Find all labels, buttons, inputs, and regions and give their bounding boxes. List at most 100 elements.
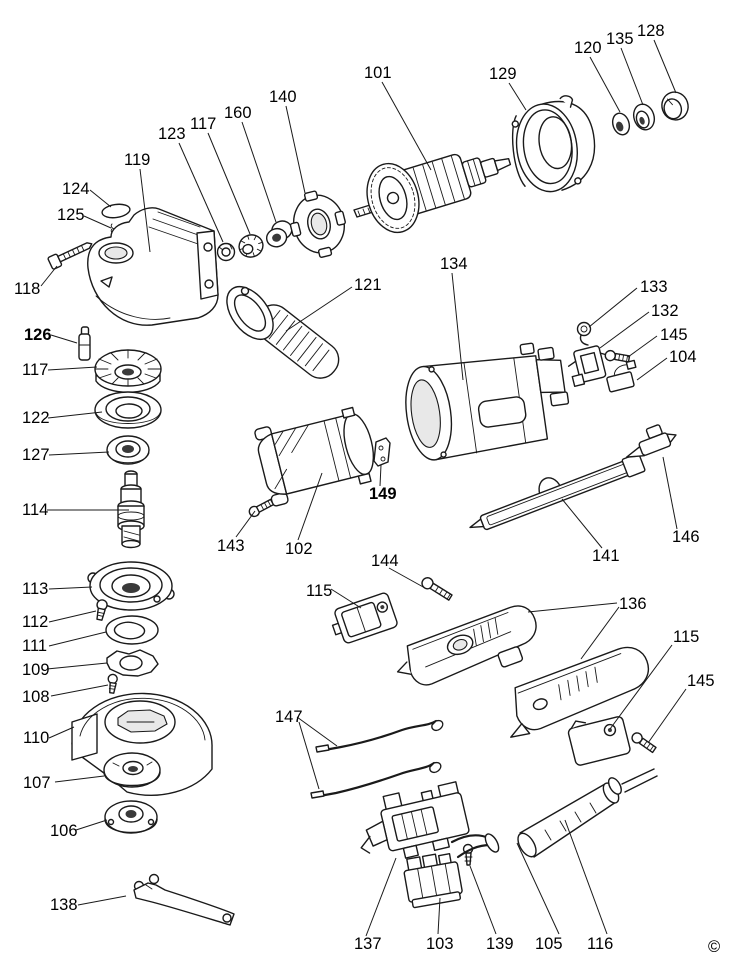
part-label-140-5: 140 <box>269 88 297 106</box>
part-label-117-7: 117 <box>190 115 216 133</box>
leader-line-133 <box>588 287 638 328</box>
part-label-121-18: 121 <box>354 276 382 294</box>
part-117-bevel-gear <box>94 349 162 393</box>
part-129-bearing-housing <box>511 95 596 193</box>
part-121-side-handle <box>226 286 340 379</box>
leader-line-136 <box>580 606 620 660</box>
part-102-field <box>254 406 375 507</box>
leader-line-134 <box>451 272 464 381</box>
leader-line-113 <box>48 586 93 590</box>
leader-line-106 <box>75 819 108 831</box>
part-135-bearing <box>632 103 656 131</box>
leader-line-124 <box>89 189 112 208</box>
part-144-screw <box>421 577 453 601</box>
leader-line-104 <box>636 357 668 381</box>
leader-line-144 <box>388 567 426 589</box>
part-label-133-20: 133 <box>640 278 668 296</box>
leader-line-102 <box>297 472 323 541</box>
copyright-mark: © <box>708 938 720 956</box>
part-115-cover-plate-right <box>567 716 631 766</box>
part-label-110-40: 110 <box>23 729 49 747</box>
part-133-brush-spring <box>576 321 592 346</box>
part-label-160-6: 160 <box>224 104 252 122</box>
part-label-103-45: 103 <box>426 935 454 953</box>
leader-line-108 <box>50 684 109 697</box>
part-label-107-41: 107 <box>23 774 51 792</box>
leader-line-115 <box>330 588 362 609</box>
part-label-113-35: 113 <box>22 580 48 598</box>
part-107-backing-flange <box>103 752 161 788</box>
part-label-134-19: 134 <box>440 255 468 273</box>
leader-line-112 <box>48 610 97 623</box>
part-101-armature <box>353 153 512 234</box>
part-106-clamp-nut <box>104 800 158 834</box>
leader-line-139 <box>469 865 497 935</box>
part-103-terminal-block <box>403 853 463 909</box>
part-label-128-0: 128 <box>637 22 665 40</box>
part-104-carbon-brush <box>606 359 637 393</box>
part-132-brush-holder <box>567 345 609 388</box>
leader-line-110 <box>48 726 75 739</box>
part-label-104-23: 104 <box>669 348 697 366</box>
part-label-129-3: 129 <box>489 65 517 83</box>
part-115-cover-plate-left <box>331 592 398 644</box>
leader-line-115 <box>609 644 673 730</box>
part-label-126-13: 126 <box>24 326 52 344</box>
part-114-spindle <box>117 470 145 549</box>
part-label-115-30: 115 <box>306 582 332 600</box>
leader-line-121 <box>285 286 353 332</box>
leader-line-132 <box>599 311 650 349</box>
leader-line-109 <box>46 662 108 670</box>
part-label-114-17: 114 <box>22 501 48 519</box>
part-140-clamp-plate <box>289 190 346 258</box>
part-label-115-32: 115 <box>673 628 699 646</box>
leader-line-146 <box>662 456 678 530</box>
part-label-123-8: 123 <box>158 125 186 143</box>
part-109-cam-plate <box>106 649 159 677</box>
part-146-latch <box>625 424 677 458</box>
part-118-screw <box>47 242 93 270</box>
leader-line-145 <box>647 688 687 744</box>
leader-line-123 <box>178 142 224 243</box>
part-117-pinion-gear <box>238 234 264 258</box>
part-label-116-48: 116 <box>587 935 613 953</box>
part-113-bearing-flange <box>87 561 175 611</box>
part-label-118-12: 118 <box>14 280 40 298</box>
part-label-145-33: 145 <box>687 672 715 690</box>
part-145-screw-right <box>631 732 657 754</box>
part-105-cord-leads <box>450 833 500 859</box>
leader-line-137 <box>365 857 397 937</box>
part-128-retaining-ring <box>661 91 689 121</box>
leader-line-117 <box>47 366 98 371</box>
part-label-135-1: 135 <box>606 30 634 48</box>
part-label-108-39: 108 <box>22 688 50 706</box>
part-label-146-28: 146 <box>672 528 700 546</box>
leader-line-105 <box>516 842 560 935</box>
leader-line-125 <box>83 215 112 229</box>
leader-line-140 <box>285 105 306 194</box>
leader-line-141 <box>561 498 603 549</box>
labels-layer: 1281351201291011401601171231191241251181… <box>14 22 715 953</box>
part-label-144-29: 144 <box>371 552 399 570</box>
part-134-motor-housing <box>405 342 570 461</box>
part-136-housing-half-lower <box>510 646 650 738</box>
part-label-119-9: 119 <box>124 151 150 169</box>
part-160-bushing <box>265 220 293 248</box>
leader-line-135 <box>620 47 644 106</box>
leader-line-129 <box>508 82 527 111</box>
part-label-139-46: 139 <box>486 935 514 953</box>
part-label-124-10: 124 <box>62 180 90 198</box>
part-147-lead-wires <box>310 719 444 799</box>
part-label-122-15: 122 <box>22 409 50 427</box>
leader-line-103 <box>437 897 441 935</box>
part-label-112-36: 112 <box>22 613 48 631</box>
leader-line-128 <box>653 39 677 94</box>
part-label-149-26: 149 <box>369 485 397 503</box>
leader-line-136 <box>527 602 618 613</box>
part-label-106-42: 106 <box>50 822 78 840</box>
leader-line-118 <box>40 265 58 287</box>
leader-line-101 <box>381 81 432 171</box>
leader-line-147 <box>298 721 320 790</box>
